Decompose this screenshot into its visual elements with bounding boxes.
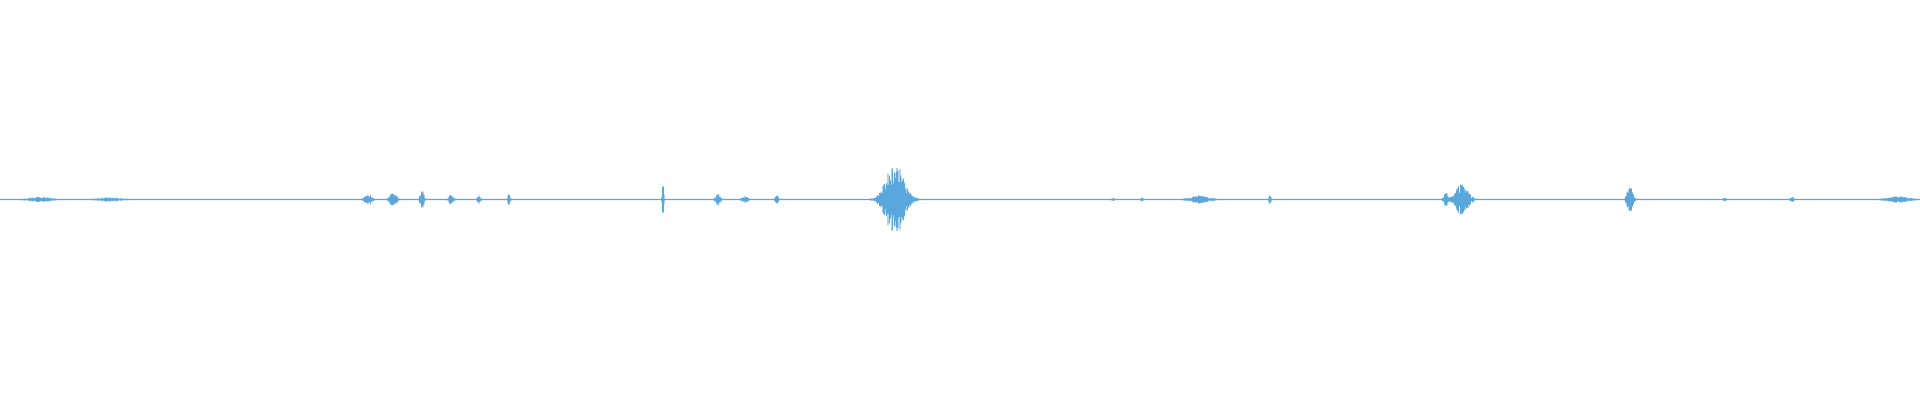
waveform-trace [0, 167, 1920, 232]
